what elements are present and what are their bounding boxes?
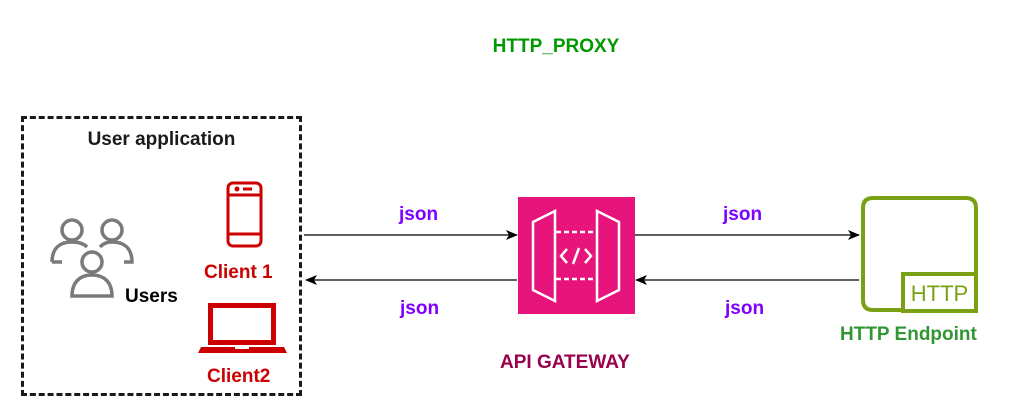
http-endpoint-icon: HTTP [861,196,978,313]
users-label: Users [125,286,178,307]
flow-label-response-to-client: json [400,298,440,319]
flow-label-request-to-gateway: json [399,204,439,225]
api-gateway-icon [518,197,635,314]
laptop-icon [198,303,287,353]
mobile-phone-icon [226,181,263,248]
user-application-container [21,116,302,396]
users-group-icon [50,218,134,298]
http-endpoint-label: HTTP Endpoint [840,324,977,345]
api-gateway-label: API GATEWAY [500,352,630,373]
user-application-title: User application [87,129,236,150]
http-icon-text: HTTP [911,281,968,306]
flow-label-response-to-gateway: json [725,298,765,319]
client-1-label: Client 1 [204,262,273,283]
client-2-label: Client2 [207,366,271,387]
diagram-title: HTTP_PROXY [492,36,620,57]
flow-label-request-to-endpoint: json [723,204,763,225]
